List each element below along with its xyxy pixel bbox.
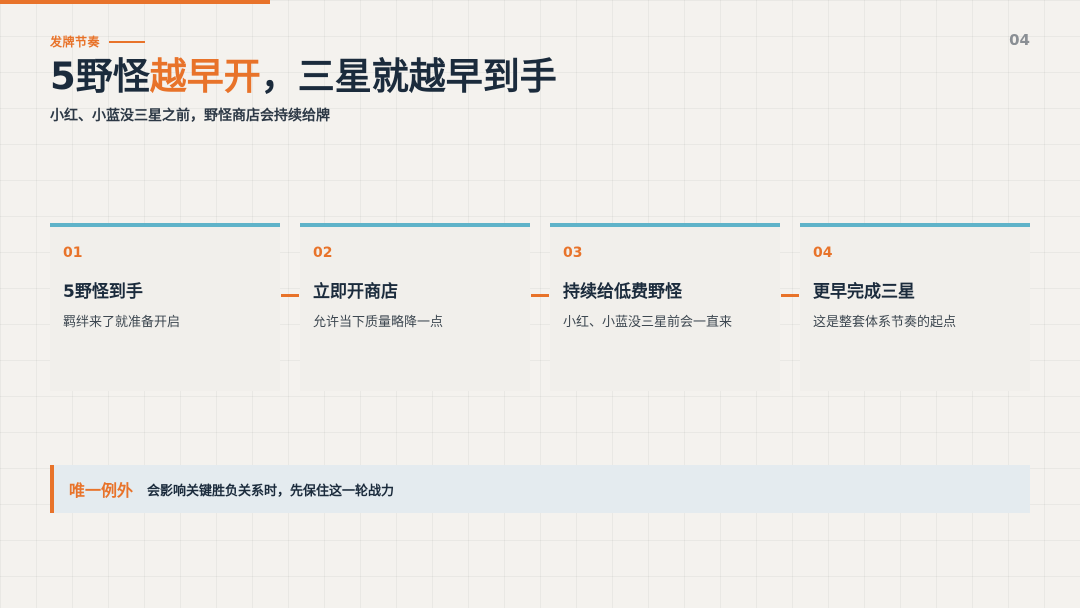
step-description: 允许当下质量略降一点 [313,315,444,330]
page-number: 04 [1009,31,1030,49]
step-description: 这是整套体系节奏的起点 [813,315,957,330]
title-part-2: ，三星就越早到手 [260,55,557,98]
callout-text: 会影响关键胜负关系时，先保住这一轮战力 [147,483,395,499]
step-description: 羁绊来了就准备开启 [63,315,181,330]
step-number: 02 [313,245,333,261]
step-title: 更早完成三星 [813,282,915,302]
step-title: 5野怪到手 [63,282,143,302]
step-card-1: 01 5野怪到手 羁绊来了就准备开启 [50,223,280,391]
step-title: 立即开商店 [313,282,398,302]
step-description: 小红、小蓝没三星前会一直来 [563,315,733,330]
top-accent-bar [0,0,270,4]
callout-label: 唯一例外 [69,481,134,500]
step-number: 04 [813,245,833,261]
title-part-1: 5野怪 [50,55,150,98]
step-connector [781,294,799,297]
page-title: 5野怪越早开，三星就越早到手 [50,54,557,100]
title-accent: 越早开 [149,55,261,98]
step-connector [531,294,549,297]
page-subtitle: 小红、小蓝没三星之前，野怪商店会持续给牌 [50,108,330,124]
step-number: 03 [563,245,583,261]
step-number: 01 [63,245,83,261]
step-connector [281,294,299,297]
eyebrow-rule [109,40,146,43]
eyebrow: 发牌节奏 [50,33,146,50]
step-card-2: 02 立即开商店 允许当下质量略降一点 [300,223,530,391]
step-cards: 01 5野怪到手 羁绊来了就准备开启 02 立即开商店 允许当下质量略降一点 0… [50,223,1030,391]
step-card-3: 03 持续给低费野怪 小红、小蓝没三星前会一直来 [550,223,780,391]
eyebrow-label: 发牌节奏 [50,35,101,49]
exception-callout: 唯一例外 会影响关键胜负关系时，先保住这一轮战力 [50,465,1030,513]
step-card-4: 04 更早完成三星 这是整套体系节奏的起点 [800,223,1030,391]
step-title: 持续给低费野怪 [563,282,682,302]
